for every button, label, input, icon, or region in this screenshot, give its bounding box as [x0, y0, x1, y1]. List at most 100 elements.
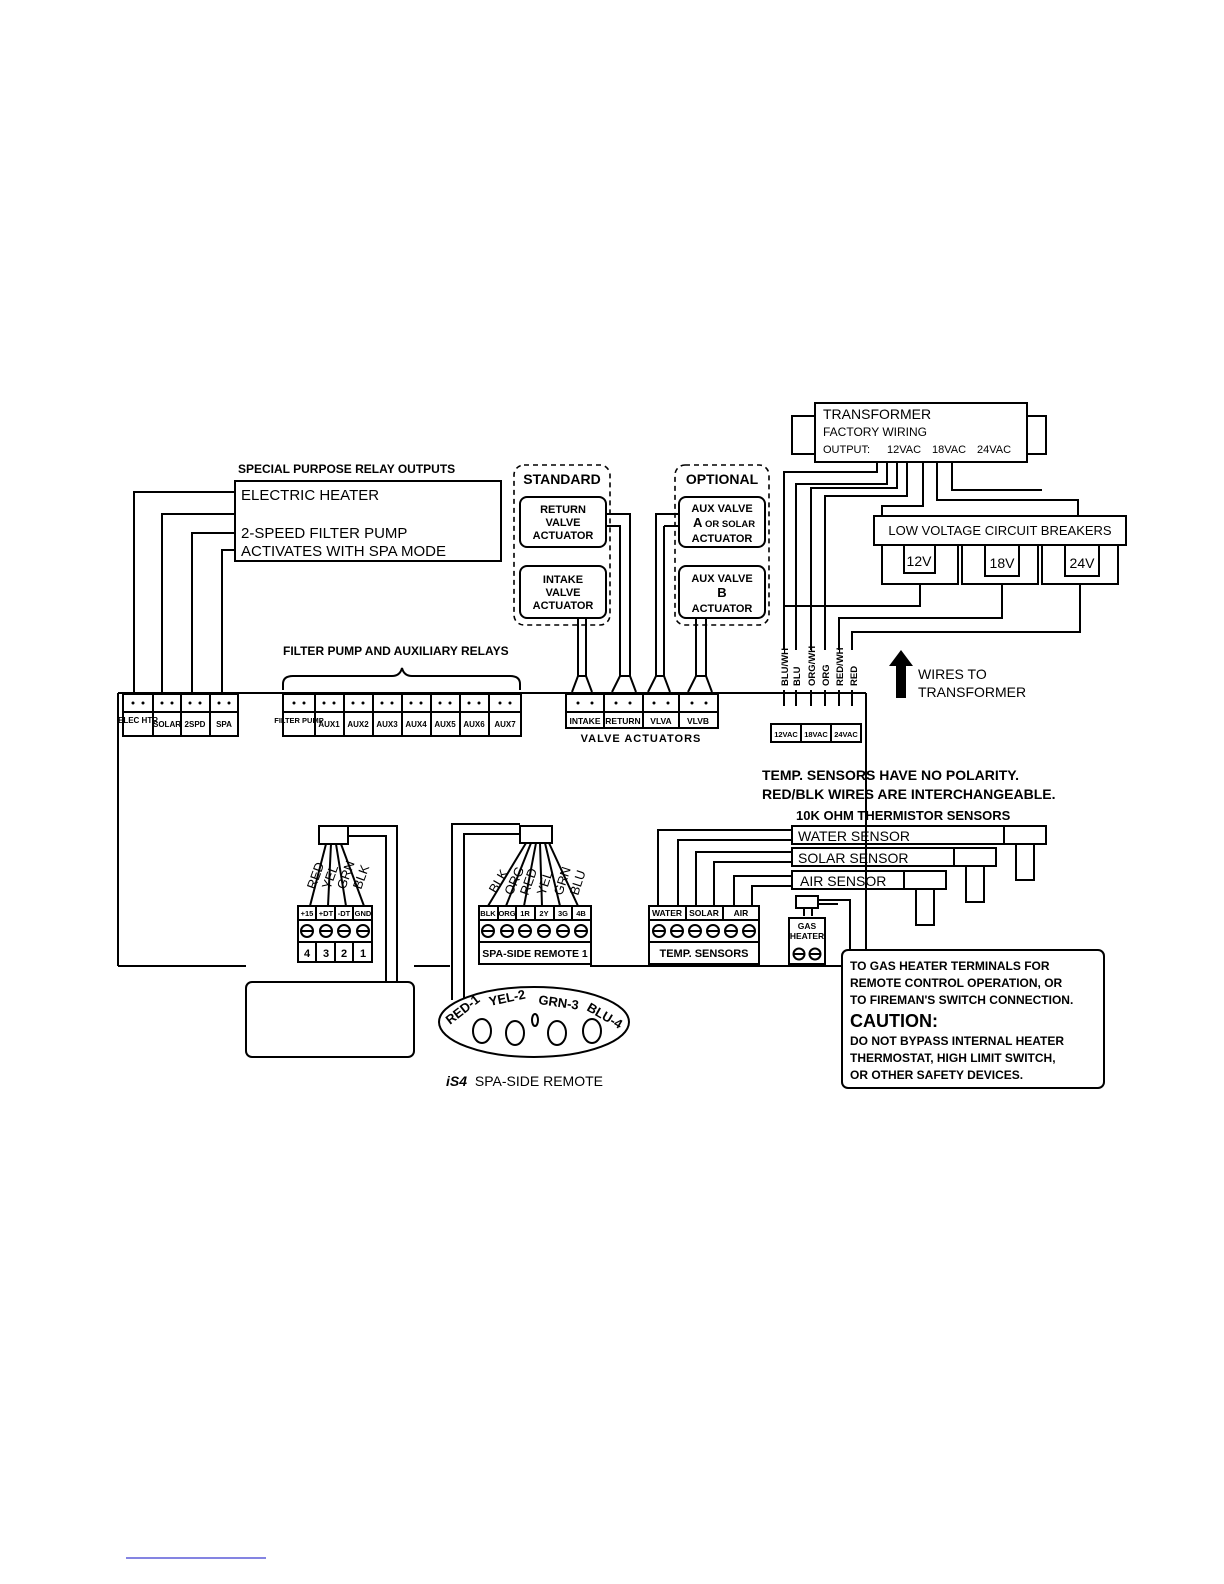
spa-button-1[interactable]	[472, 1018, 492, 1044]
button-label-grn-3: GRN-3	[538, 992, 580, 1012]
relay-outputs: SPECIAL PURPOSE RELAY OUTPUTS ELECTRIC H…	[133, 462, 502, 693]
aux-b-line3: ACTUATOR	[692, 603, 753, 615]
optional-actuators: OPTIONAL AUX VALVE A OR SOLAR ACTUATOR A…	[674, 464, 770, 626]
terminal-return-label: RETURN	[605, 716, 640, 726]
wire-label-red-wh: RED/WH	[835, 647, 846, 686]
terminal-aux2-label: AUX2	[347, 720, 369, 729]
wires-to-label: WIRES TO	[918, 666, 987, 682]
breaker-24v: 24V	[1070, 555, 1096, 571]
solar-sensor-label: SOLAR SENSOR	[798, 850, 908, 866]
actuator-cables	[571, 513, 713, 693]
caution-line5: THERMOSTAT, HIGH LIMIT SWITCH,	[850, 1051, 1056, 1065]
wire-label-org: ORG	[821, 664, 832, 686]
intake-actuator-line1: INTAKE	[543, 574, 583, 586]
standard-actuators: STANDARD RETURN VALVE ACTUATOR INTAKE VA…	[513, 464, 611, 626]
terminal-spa-label: SPA	[216, 720, 232, 729]
spa-caption-text: SPA-SIDE REMOTE	[475, 1073, 603, 1089]
wire-label-blu: BLU	[792, 666, 803, 686]
aux-a-or-solar: OR SOLAR	[705, 519, 755, 530]
terminal-18vac-label: 18VAC	[804, 730, 828, 739]
transformer-label: TRANSFORMER	[918, 684, 1026, 700]
spa-button-4[interactable]	[582, 1018, 602, 1044]
terminal-aux1-label: AUX1	[318, 720, 340, 729]
transformer-output-18: 18VAC	[932, 444, 966, 456]
left-terminal-15: +15	[301, 909, 314, 918]
caution-line6: OR OTHER SAFETY DEVICES.	[850, 1068, 1023, 1082]
spa-terminal-blk: BLK	[480, 909, 496, 918]
button-label-yel-2: YEL-2	[488, 987, 527, 1009]
breakers-title: LOW VOLTAGE CIRCUIT BREAKERS	[888, 523, 1112, 538]
sensor-note-line2: RED/BLK WIRES ARE INTERCHANGEABLE.	[762, 786, 1056, 802]
terminal-2spd-label: 2SPD	[185, 720, 206, 729]
terminal-water-label: WATER	[652, 908, 682, 918]
transformer-subtitle: FACTORY WIRING	[823, 425, 927, 439]
relay-line-spa-mode: ACTIVATES WITH SPA MODE	[241, 543, 446, 560]
relay-line-electric-heater: ELECTRIC HEATER	[241, 487, 379, 504]
transformer-wire-labels: BLU/WH BLU ORG/WH ORG RED/WH RED	[780, 646, 860, 686]
left-number-4: 4	[304, 948, 311, 960]
left-terminal-minus-dt: -DT	[338, 909, 351, 918]
wire-label-org-wh: ORG/WH	[807, 646, 818, 686]
terminal-24vac-label: 24VAC	[834, 730, 858, 739]
aux-a-line3: ACTUATOR	[692, 533, 753, 545]
spa-wire-blu: BLU	[567, 868, 589, 897]
intake-actuator-line3: ACTUATOR	[533, 600, 594, 612]
valve-actuator-terminals: INTAKE RETURN VLVA VLVB VALVE ACTUATORS	[565, 693, 719, 745]
optional-heading: OPTIONAL	[686, 471, 759, 487]
terminal-vlvb-label: VLVB	[687, 716, 709, 726]
water-sensor-label: WATER SENSOR	[798, 828, 910, 844]
relay-terminal-block: ELEC HTR SOLAR 2SPD SPA	[118, 693, 239, 737]
transformer-output-label: OUTPUT:	[823, 444, 870, 456]
sensor-notes: TEMP. SENSORS HAVE NO POLARITY. RED/BLK …	[762, 767, 1056, 823]
caution-title: CAUTION:	[850, 1011, 938, 1031]
valve-actuators-label: VALVE ACTUATORS	[581, 733, 702, 745]
terminal-aux5-label: AUX5	[434, 720, 456, 729]
standard-heading: STANDARD	[523, 471, 601, 487]
breaker-18v: 18V	[990, 555, 1016, 571]
left-number-1: 1	[360, 948, 366, 960]
spa-side-remote-label: SPA-SIDE REMOTE 1	[482, 948, 588, 960]
terminal-aux3-label: AUX3	[376, 720, 398, 729]
return-actuator-line3: ACTUATOR	[533, 530, 594, 542]
wires-to-transformer-note: WIRES TO TRANSFORMER	[889, 650, 1026, 700]
remote-device-box	[245, 981, 415, 1058]
terminal-solar-label: SOLAR	[153, 720, 181, 729]
svg-text:iS4 SPA-SIDE REMOTE: iS4 SPA-SIDE REMOTE	[446, 1073, 603, 1089]
spa-wire-yel: YEL	[534, 869, 556, 897]
spa-button-2[interactable]	[505, 1020, 525, 1046]
aux-a-line1: AUX VALVE	[691, 503, 752, 515]
wire-label-blu-wh: BLU/WH	[780, 648, 791, 686]
aux-b-letter: B	[717, 585, 726, 600]
spa-terminal-2y: 2Y	[539, 909, 548, 918]
aux-relays: FILTER PUMP AND AUXILIARY RELAYS FILTER …	[274, 644, 522, 737]
thermistor-sensors: WATER SENSOR SOLAR SENSOR AIR SENSOR	[657, 825, 1047, 926]
caution-line2: REMOTE CONTROL OPERATION, OR	[850, 976, 1063, 990]
transformer-output-24: 24VAC	[977, 444, 1011, 456]
circuit-breakers: LOW VOLTAGE CIRCUIT BREAKERS 12V 18V 24V	[873, 515, 1127, 585]
terminal-filter-pump-label: FILTER PUMP	[274, 716, 323, 725]
relay-outputs-heading: SPECIAL PURPOSE RELAY OUTPUTS	[238, 462, 455, 476]
thermistor-heading: 10K OHM THERMISTOR SENSORS	[796, 808, 1011, 823]
left-terminal-gnd: GND	[355, 909, 372, 918]
sensor-note-line1: TEMP. SENSORS HAVE NO POLARITY.	[762, 767, 1019, 783]
screw-terminals	[652, 924, 756, 938]
left-terminal-plus-dt: +DT	[319, 909, 334, 918]
caution-box: TO GAS HEATER TERMINALS FOR REMOTE CONTR…	[841, 949, 1105, 1089]
terminal-solar-sensor-label: SOLAR	[689, 908, 719, 918]
transformer-output-12: 12VAC	[887, 444, 921, 456]
spa-button-3[interactable]	[547, 1020, 567, 1046]
relay-line-2speed: 2-SPEED FILTER PUMP	[241, 525, 407, 542]
transformer-wires-routing	[783, 462, 1081, 650]
terminal-aux6-label: AUX6	[463, 720, 485, 729]
aux-b-line1: AUX VALVE	[691, 573, 752, 585]
wire-label-red: RED	[849, 666, 860, 686]
left-number-2: 2	[341, 948, 347, 960]
spa-indicator-led	[531, 1013, 539, 1027]
terminal-12vac-label: 12VAC	[774, 730, 798, 739]
caution-line4: DO NOT BYPASS INTERNAL HEATER	[850, 1034, 1064, 1048]
gas-heater-terminal: GAS HEATER	[788, 760, 867, 965]
left-remote: RED YEL GRN BLK +15 +DT -DT GND 4 3 2 1	[245, 825, 415, 1058]
transformer: TRANSFORMER FACTORY WIRING OUTPUT: 12VAC…	[791, 402, 1047, 463]
return-actuator-line1: RETURN	[540, 504, 586, 516]
